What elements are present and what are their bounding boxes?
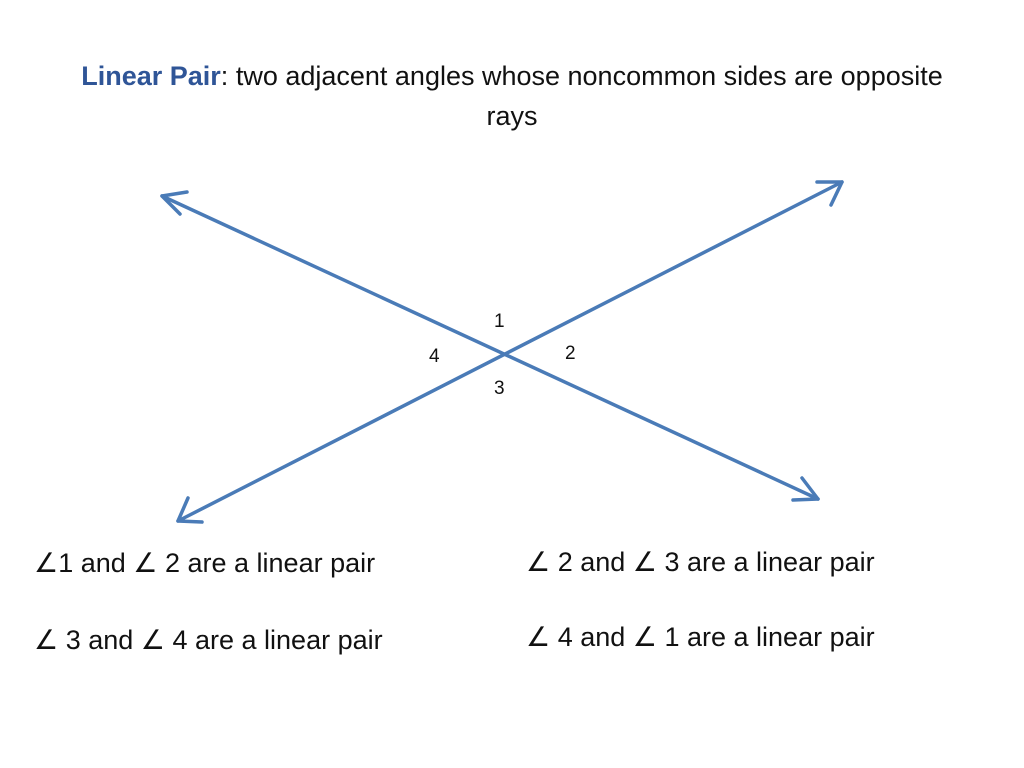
title-separator: : — [220, 61, 229, 91]
term-linear-pair: Linear Pair — [81, 61, 221, 91]
term-definition: two adjacent angles whose noncommon side… — [228, 61, 943, 131]
statement-1-2: ∠1 and ∠ 2 are a linear pair — [34, 548, 376, 578]
arrowhead-upper-right — [815, 180, 844, 207]
statement-4-1: ∠ 4 and ∠ 1 are a linear pair — [526, 622, 875, 652]
angle-label-1: 1 — [494, 311, 505, 332]
angle-label-3: 3 — [494, 378, 505, 399]
arrowhead-lower-right — [791, 476, 820, 502]
angle-label-4: 4 — [429, 346, 440, 367]
slide-title: Linear Pair: two adjacent angles whose n… — [60, 56, 964, 136]
angle-label-2: 2 — [565, 343, 576, 364]
arrowhead-lower-left — [176, 496, 204, 524]
statement-2-3: ∠ 2 and ∠ 3 are a linear pair — [526, 547, 875, 577]
line-descending — [160, 194, 820, 501]
arrowhead-upper-left — [160, 190, 189, 216]
statement-3-4: ∠ 3 and ∠ 4 are a linear pair — [34, 625, 383, 655]
line-ascending — [176, 180, 844, 523]
